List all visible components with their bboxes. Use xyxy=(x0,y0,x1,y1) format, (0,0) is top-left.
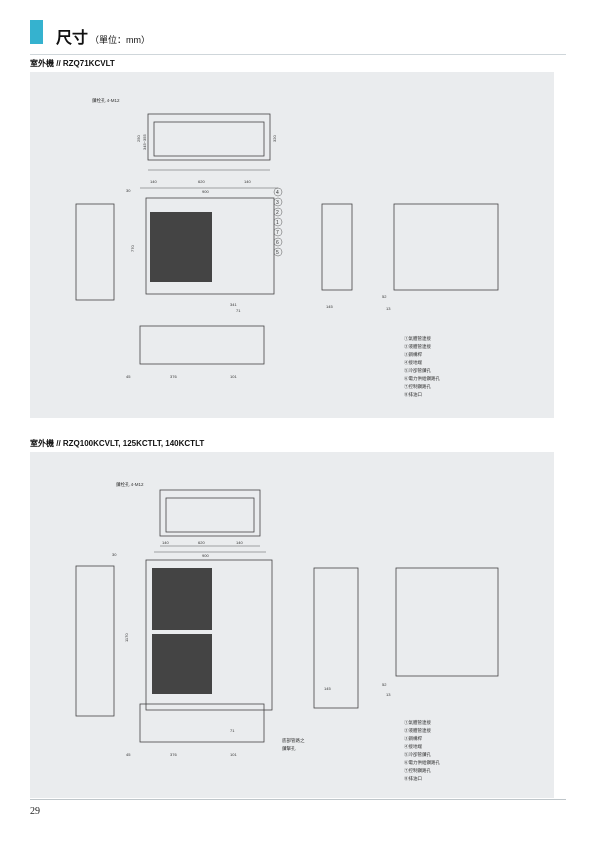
svg-text:③鋼構桿: ③鋼構桿 xyxy=(404,351,422,358)
dimension-drawing-1: 鑽栓孔 4-M12 140 620 140 900 250 345~355 32… xyxy=(75,97,499,398)
svg-text:⑦控制鑽路孔: ⑦控制鑽路孔 xyxy=(404,767,431,774)
svg-text:145: 145 xyxy=(326,304,333,309)
footer-divider xyxy=(30,799,566,800)
top-view-inner xyxy=(153,121,265,157)
svg-text:101: 101 xyxy=(230,752,237,757)
svg-text:71: 71 xyxy=(236,308,241,313)
svg-text:770: 770 xyxy=(130,245,135,252)
svg-text:6: 6 xyxy=(276,240,279,246)
dimension-drawing-2: 鑽栓孔 4-M12 140 620 140 900 30 1170 71 145… xyxy=(75,481,499,782)
svg-text:⑥電力供給鑽路孔: ⑥電力供給鑽路孔 xyxy=(404,759,440,766)
svg-text:45: 45 xyxy=(126,374,131,379)
svg-text:④接地端: ④接地端 xyxy=(404,359,422,366)
svg-text:⑤冷卻管鑽孔: ⑤冷卻管鑽孔 xyxy=(404,367,431,374)
drawing-panel-2: 鑽栓孔 4-M12 140 620 140 900 30 1170 71 145… xyxy=(30,452,554,798)
side-view-outline xyxy=(321,203,353,291)
svg-text:⑧排油口: ⑧排油口 xyxy=(404,775,422,782)
svg-text:345~355: 345~355 xyxy=(142,134,147,150)
svg-text:101: 101 xyxy=(230,374,237,379)
fan-grille-icon xyxy=(150,212,212,282)
svg-text:13: 13 xyxy=(386,692,391,697)
svg-text:13: 13 xyxy=(386,306,391,311)
svg-text:140: 140 xyxy=(236,540,243,545)
svg-text:52: 52 xyxy=(382,294,387,299)
svg-text:145: 145 xyxy=(324,686,331,691)
svg-text:⑧排油口: ⑧排油口 xyxy=(404,391,422,398)
header-divider xyxy=(30,54,566,55)
svg-text:3: 3 xyxy=(276,200,279,206)
svg-text:620: 620 xyxy=(198,540,205,545)
svg-text:250: 250 xyxy=(136,135,141,142)
svg-text:376: 376 xyxy=(170,374,177,379)
svg-text:620: 620 xyxy=(198,179,205,184)
svg-text:1: 1 xyxy=(276,220,279,226)
page-title: 尺寸（單位：mm） xyxy=(56,30,151,47)
section-accent-tab xyxy=(30,20,43,44)
svg-text:⑦控制鑽路孔: ⑦控制鑽路孔 xyxy=(404,383,431,390)
svg-text:30: 30 xyxy=(126,188,131,193)
svg-text:71: 71 xyxy=(230,728,235,733)
svg-text:320: 320 xyxy=(272,135,277,142)
svg-text:140: 140 xyxy=(150,179,157,184)
svg-text:52: 52 xyxy=(382,682,387,687)
svg-text:900: 900 xyxy=(202,553,209,558)
unit-note: （單位：mm） xyxy=(90,35,151,45)
svg-text:140: 140 xyxy=(244,179,251,184)
svg-text:④接地端: ④接地端 xyxy=(404,743,422,750)
top-view-outline xyxy=(147,113,271,161)
svg-text:鑽栓孔 4-M12: 鑽栓孔 4-M12 xyxy=(116,481,144,488)
svg-text:⑥電力供給鑽路孔: ⑥電力供給鑽路孔 xyxy=(404,375,440,382)
svg-text:1170: 1170 xyxy=(124,633,129,642)
svg-text:341: 341 xyxy=(230,302,237,307)
bottom-view-outline xyxy=(139,325,265,365)
drawing-panel-1: 鑽栓孔 4-M12 140 620 140 900 250 345~355 32… xyxy=(30,72,554,418)
side-grille xyxy=(75,203,115,301)
svg-text:②液體管連接: ②液體管連接 xyxy=(404,343,431,350)
svg-text:900: 900 xyxy=(202,189,209,194)
svg-text:45: 45 xyxy=(126,752,131,757)
svg-text:底部管路之: 底部管路之 xyxy=(282,737,305,744)
svg-text:③鋼構桿: ③鋼構桿 xyxy=(404,735,422,742)
svg-text:376: 376 xyxy=(170,752,177,757)
svg-text:4: 4 xyxy=(276,190,279,196)
svg-text:30: 30 xyxy=(112,552,117,557)
section-1-label: 室外機 // RZQ71KCVLT xyxy=(30,59,115,68)
rear-view-outline xyxy=(393,203,499,291)
section-2-label: 室外機 // RZQ100KCVLT, 125KCTLT, 140KCTLT xyxy=(30,439,205,448)
svg-text:①氣體管連接: ①氣體管連接 xyxy=(404,335,431,342)
svg-text:鑽擊孔: 鑽擊孔 xyxy=(282,745,296,752)
front-view-outline xyxy=(145,197,275,295)
legend-1: ①氣體管連接 ②液體管連接 ③鋼構桿 ④接地端 ⑤冷卻管鑽孔 ⑥電力供給鑽路孔 … xyxy=(404,335,440,398)
svg-text:2: 2 xyxy=(276,210,279,216)
page-number: 29 xyxy=(30,806,40,817)
svg-text:7: 7 xyxy=(276,230,279,236)
bolt-label: 鑽栓孔 4-M12 xyxy=(92,97,120,104)
svg-text:5: 5 xyxy=(276,250,279,256)
svg-text:②液體管連接: ②液體管連接 xyxy=(404,727,431,734)
svg-text:①氣體管連接: ①氣體管連接 xyxy=(404,719,431,726)
svg-text:140: 140 xyxy=(162,540,169,545)
svg-text:⑤冷卻管鑽孔: ⑤冷卻管鑽孔 xyxy=(404,751,431,758)
